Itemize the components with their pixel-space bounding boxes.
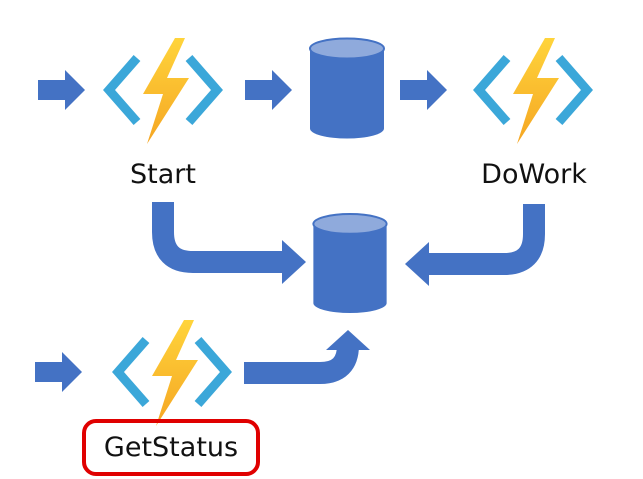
arrow-storage-to-dowork bbox=[400, 70, 447, 110]
getstatus-function-icon bbox=[118, 320, 226, 426]
arrow-dowork-to-status-storage-head bbox=[405, 242, 429, 286]
arrow-getstatus-to-status-storage-head bbox=[326, 330, 370, 350]
getstatus-highlight-box bbox=[82, 419, 260, 476]
start-function-icon bbox=[109, 38, 217, 144]
arrow-start-to-status-storage bbox=[152, 202, 285, 273]
storage-status-icon bbox=[312, 213, 388, 314]
arrow-getstatus-to-status-storage bbox=[244, 344, 359, 384]
arrow-dowork-to-status-storage bbox=[426, 204, 545, 275]
arrow-start-to-storage bbox=[245, 70, 292, 110]
arrow-start-to-status-storage-head bbox=[282, 240, 306, 284]
getstatus-label: GetStatus bbox=[104, 432, 238, 463]
dowork-function-icon bbox=[479, 38, 587, 144]
arrow-into-start bbox=[38, 70, 85, 110]
arrow-into-getstatus bbox=[35, 352, 82, 392]
dowork-label: DoWork bbox=[481, 159, 587, 190]
start-label: Start bbox=[130, 159, 196, 190]
storage-top-icon bbox=[308, 37, 386, 140]
